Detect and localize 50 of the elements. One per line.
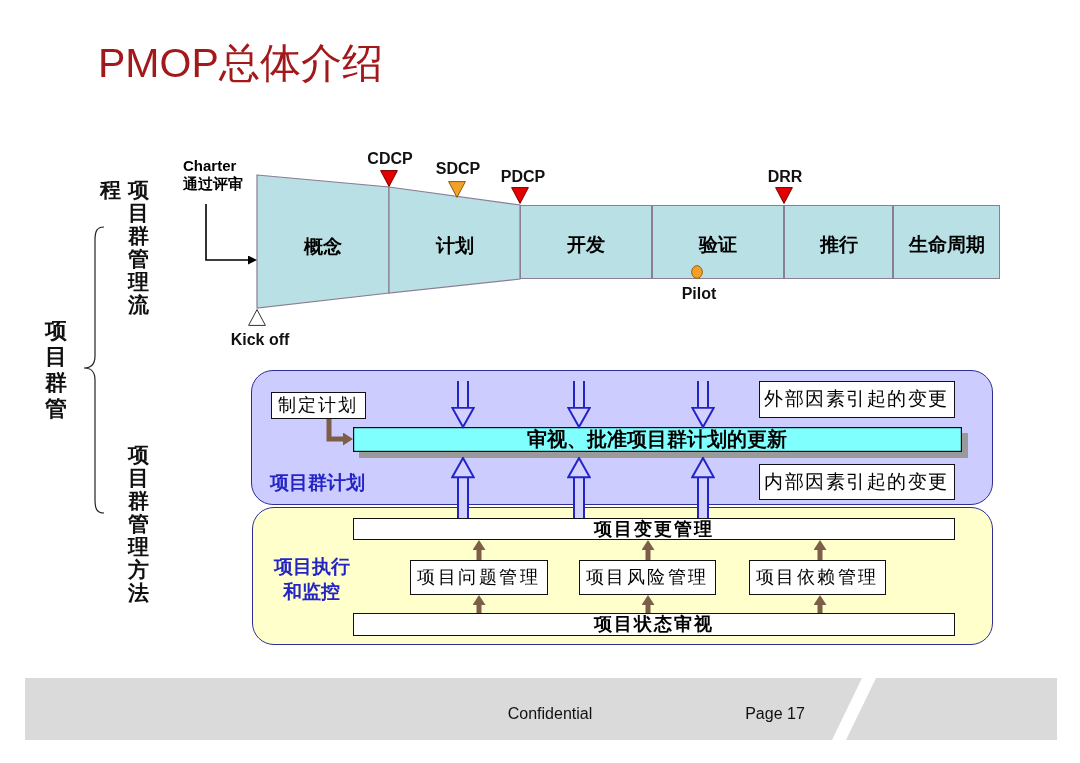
phase-segment: 生命周期: [893, 205, 1000, 279]
milestone-label: Kick off: [229, 331, 291, 350]
process-box: 项目依赖管理: [748, 559, 886, 595]
milestone-triangle: [775, 187, 793, 204]
milestone-label: CDCP: [366, 150, 414, 169]
slide-title: PMOP总体介绍: [98, 39, 383, 88]
phase-segment: 计划: [389, 187, 520, 293]
phase-segment: 概念: [257, 175, 389, 308]
process-box: 制定计划: [270, 391, 366, 419]
arrow: [205, 203, 258, 265]
milestone-label: PDCP: [499, 168, 547, 187]
vertical-heading: 项目群管理方法: [126, 443, 150, 606]
arrow: [474, 540, 484, 560]
phase-segment: 开发: [520, 205, 652, 279]
arrow: [815, 540, 825, 560]
process-box: 外部因素引起的变更: [758, 380, 955, 418]
arrow: [643, 595, 653, 613]
milestone-label: Pilot: [680, 285, 718, 304]
milestone-label: SDCP: [434, 160, 482, 179]
milestone-triangle: [380, 170, 398, 187]
block-arrow: [567, 381, 591, 428]
process-box: 项目问题管理: [409, 559, 548, 595]
arrow: [326, 419, 353, 444]
milestone-label: DRR: [766, 168, 804, 187]
arrow: [474, 595, 484, 613]
block-arrow: [691, 457, 715, 518]
process-box: 内部因素引起的变更: [758, 463, 955, 500]
milestone-triangle: [511, 187, 529, 204]
vertical-heading: 项目群管: [43, 318, 68, 423]
block-arrow: [451, 381, 475, 428]
rounded-panel: [252, 507, 993, 645]
rounded-panel: [251, 370, 993, 505]
process-box: 项目状态审视: [352, 612, 955, 636]
phase-segment: 验证: [652, 205, 784, 279]
block-arrow: [691, 381, 715, 428]
arrow: [643, 540, 653, 560]
milestone-dot: [690, 264, 703, 279]
milestone-triangle: [248, 309, 266, 326]
milestone-triangle: [448, 181, 466, 198]
block-arrow: [567, 457, 591, 518]
vertical-heading: 项目群管理流程: [98, 178, 150, 318]
process-box: 项目变更管理: [352, 517, 955, 540]
block-arrow: [451, 457, 475, 518]
page-number: Page 17: [744, 704, 806, 724]
arrow: [815, 595, 825, 613]
panel-heading: 项目执行和监控: [272, 554, 351, 604]
footer-text: Confidential: [506, 704, 594, 724]
process-box: 项目风险管理: [578, 559, 716, 595]
panel-heading: 项目群计划: [268, 471, 366, 495]
phase-segment: 推行: [784, 205, 893, 279]
